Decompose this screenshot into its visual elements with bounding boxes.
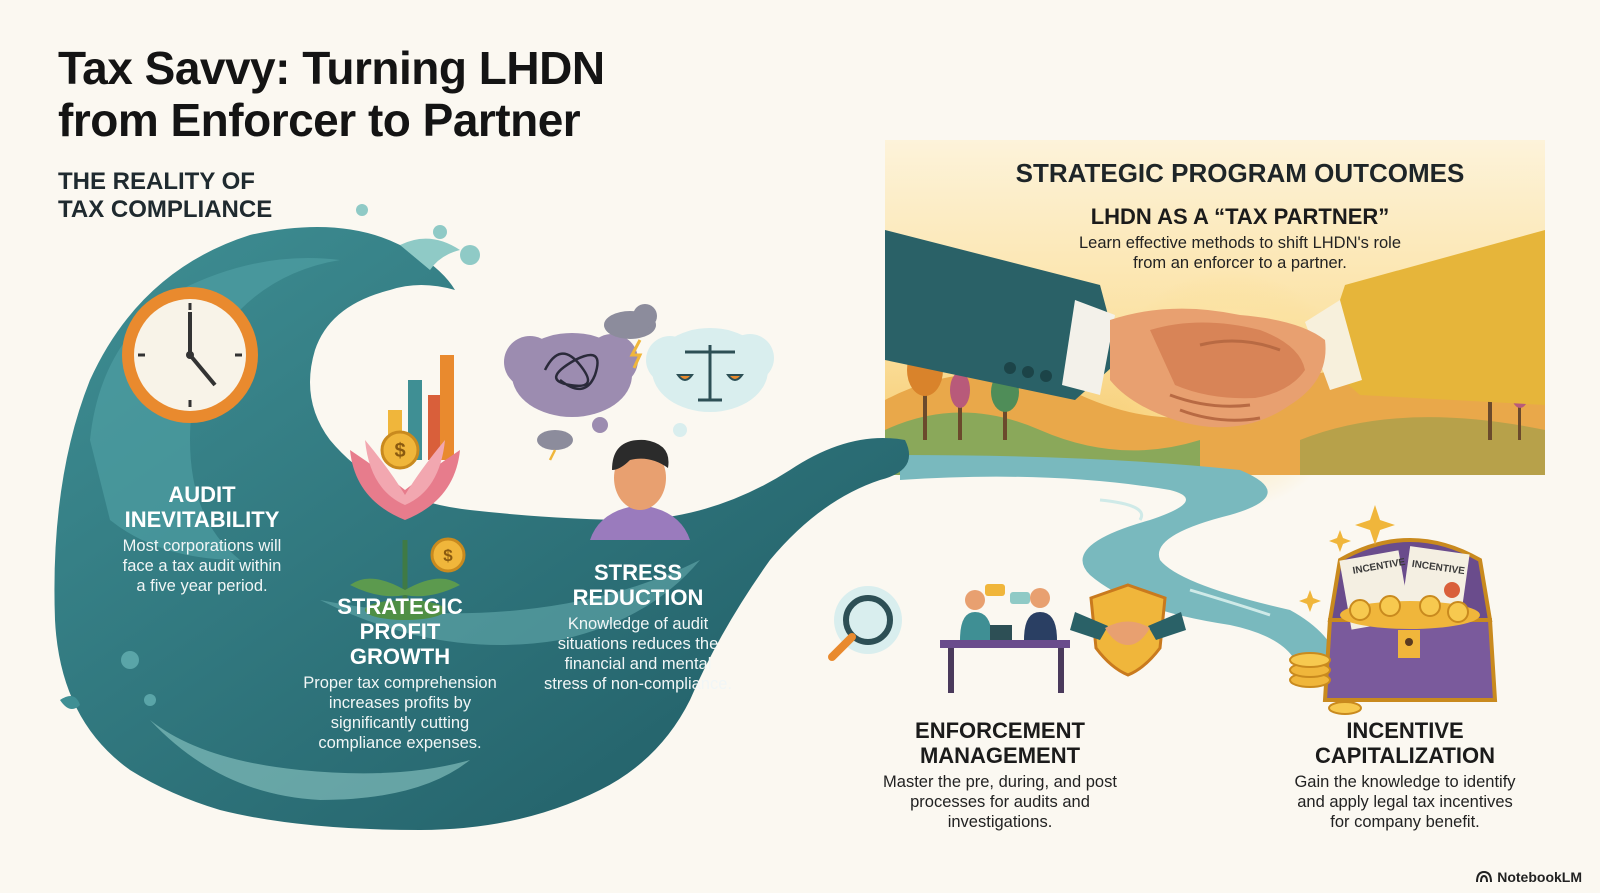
profit-body-line-4: compliance expenses. <box>318 734 482 752</box>
enforcement-body: Master the pre, during, and post process… <box>860 772 1140 832</box>
audit-title-line-2: INEVITABILITY <box>124 507 280 532</box>
incentive-body-line-2: and apply legal tax incentives <box>1297 793 1513 811</box>
incentive-capitalization-card: INCENTIVE CAPITALIZATION Gain the knowle… <box>1260 718 1550 832</box>
outcomes-section-heading: STRATEGIC PROGRAM OUTCOMES <box>1015 158 1465 188</box>
enforcement-body-line-3: investigations. <box>947 813 1053 831</box>
brand-label: NotebookLM <box>1497 869 1582 885</box>
clock-icon <box>122 287 258 423</box>
incentive-body-line-3: for company benefit. <box>1330 813 1480 831</box>
sparkle-icon <box>1299 505 1395 612</box>
stress-body-line-2: situations reduces the <box>557 635 719 653</box>
incentive-body: Gain the knowledge to identify and apply… <box>1260 772 1550 832</box>
audit-body-line-2: face a tax audit within <box>122 557 282 575</box>
profit-growth-title: STRATEGIC PROFIT GROWTH <box>290 594 510 669</box>
audit-body-line-3: a five year period. <box>136 577 268 595</box>
magnifier-icon <box>828 586 902 661</box>
stress-body-line-3: financial and mental <box>564 655 712 673</box>
enforcement-body-line-2: processes for audits and <box>910 793 1090 811</box>
stress-reduction-card: STRESS REDUCTION Knowledge of audit situ… <box>528 560 748 694</box>
stress-reduction-title: STRESS REDUCTION <box>528 560 748 610</box>
enforcement-title-line-2: MANAGEMENT <box>919 743 1081 768</box>
reality-heading-line-2: TAX COMPLIANCE <box>58 196 273 223</box>
person-icon <box>590 439 690 540</box>
tax-partner-body: Learn effective methods to shift LHDN's … <box>960 233 1520 273</box>
audit-inevitability-body: Most corporations will face a tax audit … <box>92 536 312 596</box>
tax-partner-title: LHDN AS A “TAX PARTNER” <box>1090 204 1390 229</box>
page-title-line-1: Tax Savvy: Turning LHDN <box>58 42 605 94</box>
scale-cloud-icon <box>646 328 774 437</box>
stress-title-line-1: STRESS <box>593 560 683 585</box>
audit-inevitability-title: AUDIT INEVITABILITY <box>92 482 312 532</box>
handshake-scene <box>885 140 1545 510</box>
page-title-line-2: from Enforcer to Partner <box>58 94 581 146</box>
strategic-profit-growth-card: STRATEGIC PROFIT GROWTH Proper tax compr… <box>290 594 510 753</box>
stress-reduction-body: Knowledge of audit situations reduces th… <box>528 614 748 694</box>
page-title: Tax Savvy: Turning LHDN from Enforcer to… <box>58 42 778 146</box>
incentive-title: INCENTIVE CAPITALIZATION <box>1260 718 1550 768</box>
profit-body-line-3: significantly cutting <box>330 714 470 732</box>
partner-body-line-2: from an enforcer to a partner. <box>1133 254 1347 272</box>
profit-body-line-1: Proper tax comprehension <box>303 674 497 692</box>
treasure-chest-icon <box>1289 538 1498 715</box>
enforcement-title: ENFORCEMENT MANAGEMENT <box>860 718 1140 768</box>
meeting-icon <box>940 584 1070 693</box>
stress-body-line-4: stress of non-compliance. <box>543 675 732 693</box>
tangled-cloud-icon <box>504 333 638 433</box>
profit-title-line-3: GROWTH <box>349 644 451 669</box>
coin-icon: $ $ <box>380 430 466 573</box>
svg-text:$: $ <box>394 440 405 462</box>
audit-body-line-1: Most corporations will <box>122 537 282 555</box>
profit-title-line-2: PROFIT <box>359 619 441 644</box>
stress-body-line-1: Knowledge of audit <box>567 615 709 633</box>
enforcement-management-card: ENFORCEMENT MANAGEMENT Master the pre, d… <box>860 718 1140 832</box>
incentive-body-line-1: Gain the knowledge to identify <box>1294 773 1516 791</box>
audit-title-line-1: AUDIT <box>168 482 236 507</box>
enforcement-title-line-1: ENFORCEMENT <box>915 718 1085 743</box>
stress-title-line-2: REDUCTION <box>572 585 704 610</box>
partner-body-line-1: Learn effective methods to shift LHDN's … <box>1079 234 1401 252</box>
profit-title-line-1: STRATEGIC <box>337 594 463 619</box>
storm-cloud-icon <box>537 304 657 461</box>
svg-text:$: $ <box>443 546 453 565</box>
notebooklm-brand: NotebookLM <box>1476 869 1582 885</box>
enforcement-body-line-1: Master the pre, during, and post <box>883 773 1117 791</box>
reality-section-heading: THE REALITY OF TAX COMPLIANCE <box>58 168 358 224</box>
shield-handshake-icon <box>1070 583 1186 677</box>
river-shape <box>900 455 1345 690</box>
incentive-title-line-2: CAPITALIZATION <box>1314 743 1496 768</box>
reality-heading-line-1: THE REALITY OF <box>58 168 255 195</box>
profit-growth-body: Proper tax comprehension increases profi… <box>290 673 510 753</box>
notebooklm-logo-icon <box>1476 871 1493 883</box>
tax-partner-card: LHDN AS A “TAX PARTNER” Learn effective … <box>960 204 1520 273</box>
audit-inevitability-card: AUDIT INEVITABILITY Most corporations wi… <box>92 482 312 596</box>
profit-body-line-2: increases profits by <box>328 694 472 712</box>
lotus-icon <box>350 440 460 620</box>
incentive-title-line-1: INCENTIVE <box>1346 718 1464 743</box>
